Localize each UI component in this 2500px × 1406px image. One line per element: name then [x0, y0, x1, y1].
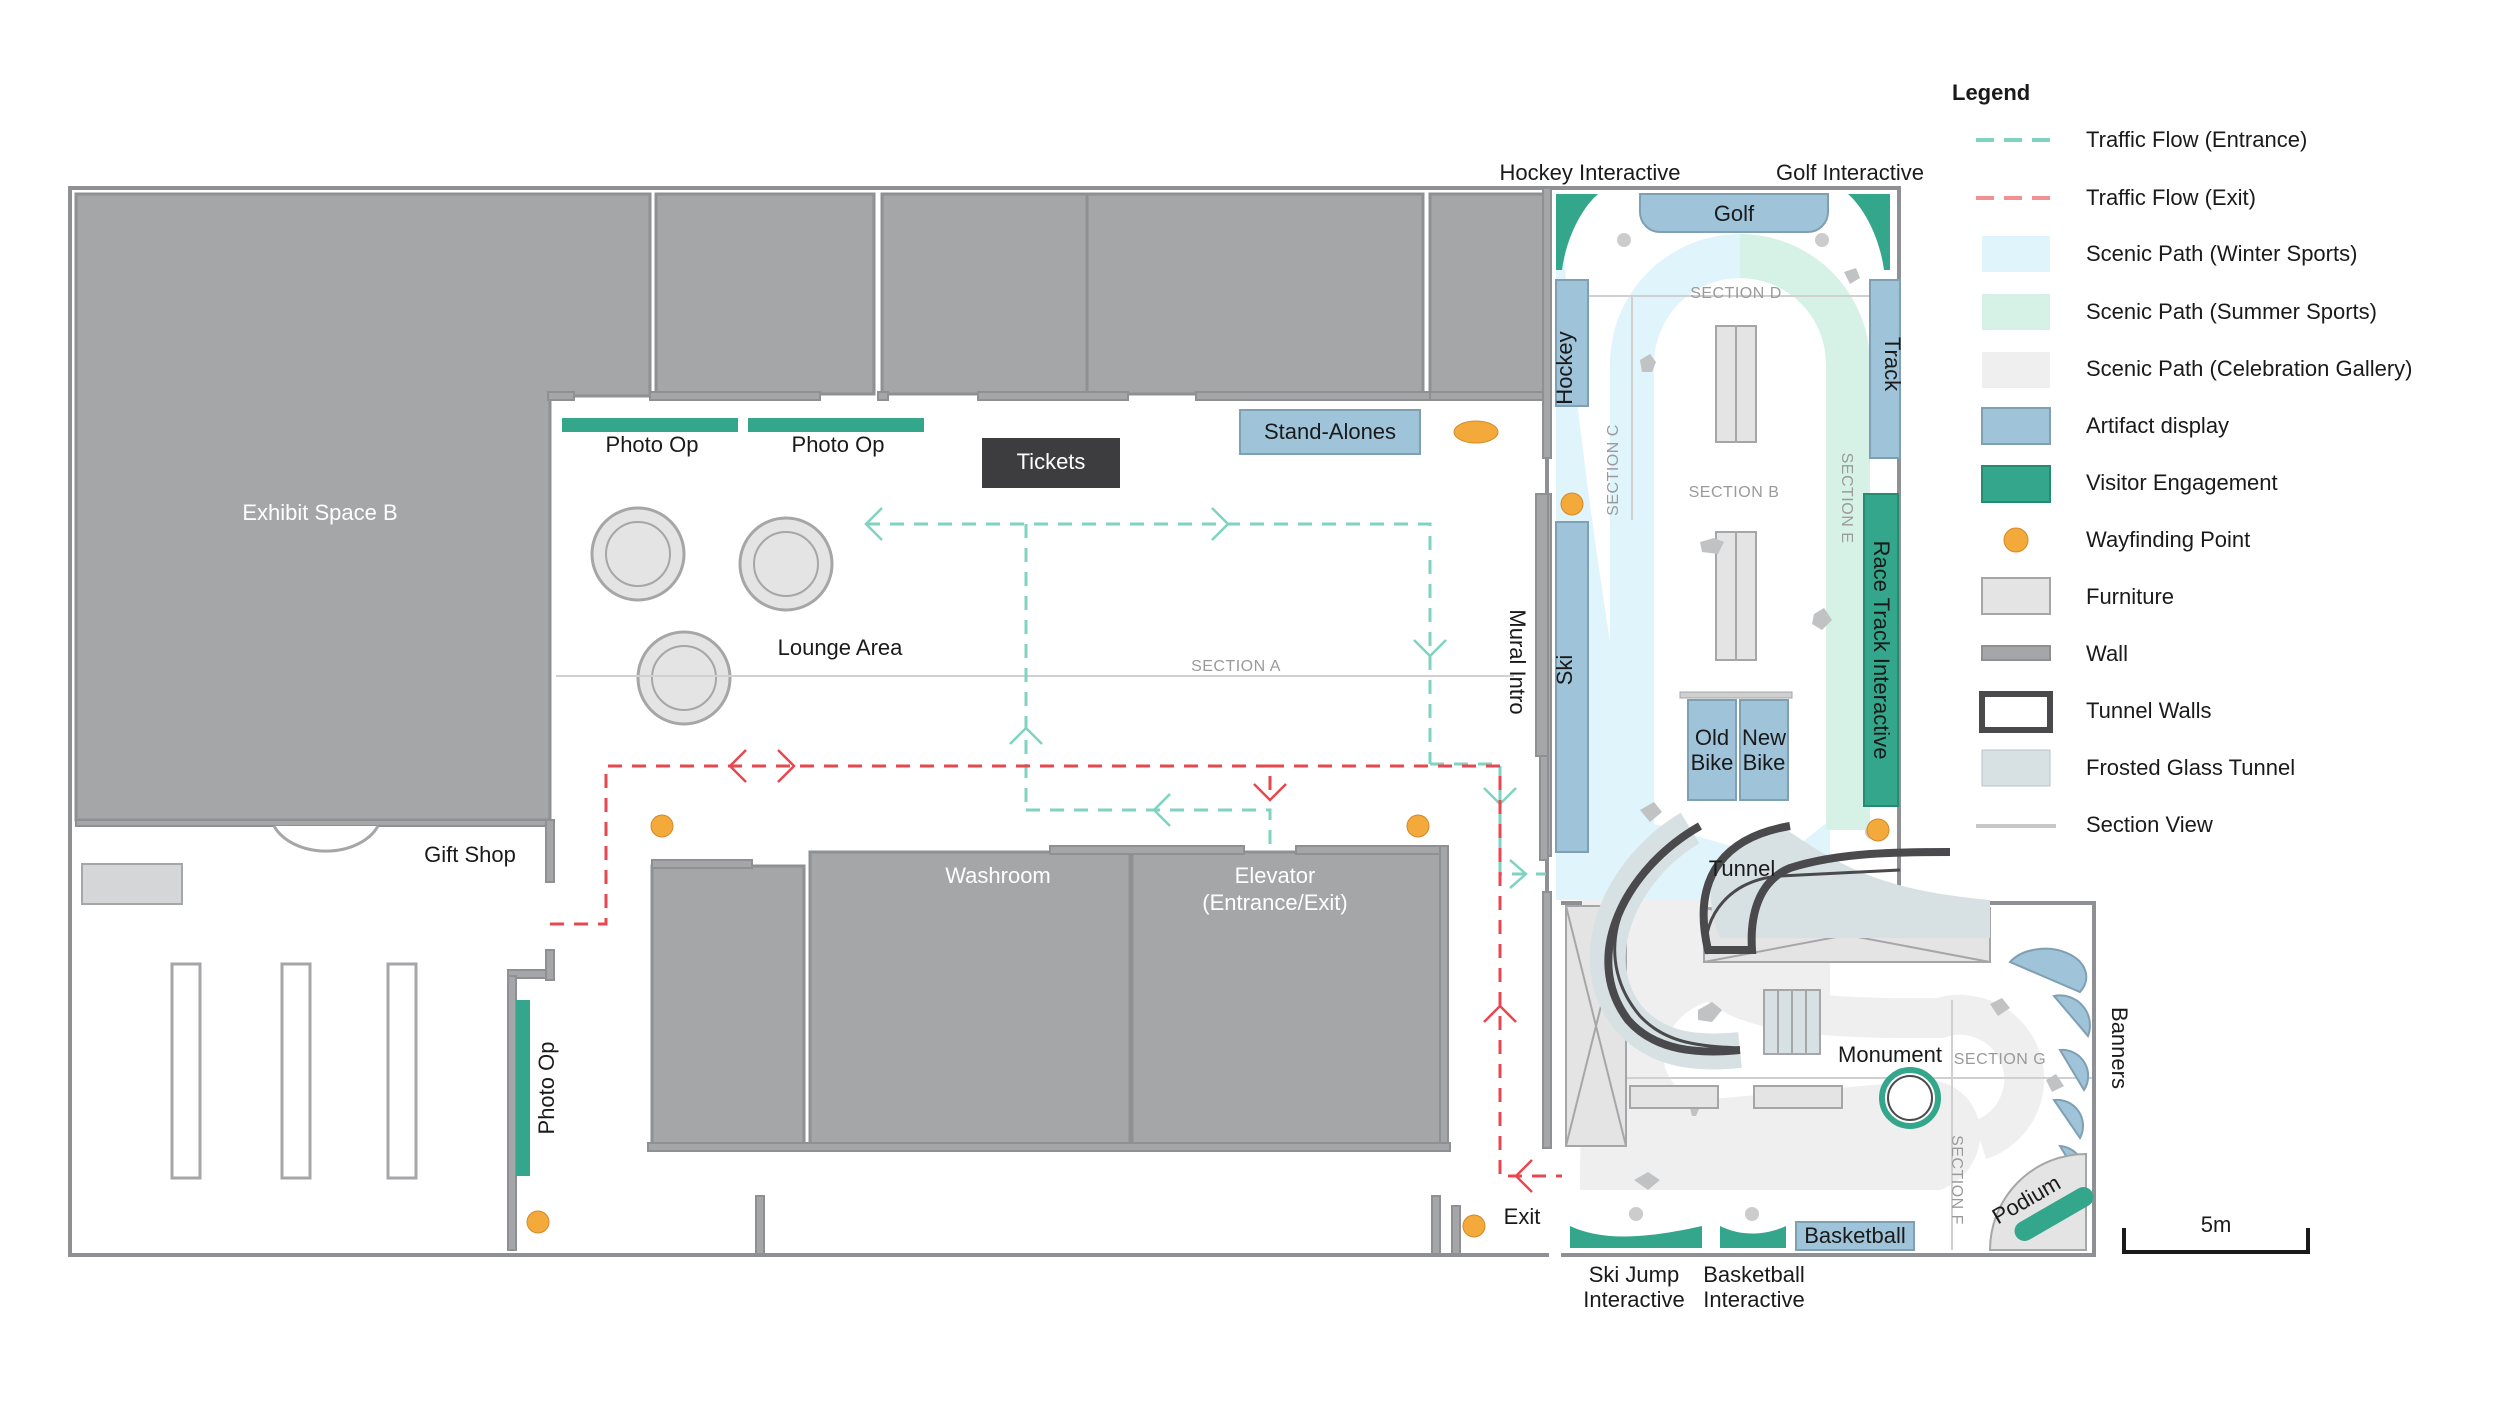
swatch-wall-icon [1981, 645, 2051, 661]
rooms [74, 192, 1546, 1148]
lounge-area-label: Lounge Area [778, 635, 904, 660]
swatch-celebration-icon [1982, 352, 2050, 388]
exit-arrows [728, 749, 1533, 1193]
legend-item-summer: Scenic Path (Summer Sports) [2086, 299, 2377, 324]
scale-label: 5m [2201, 1212, 2232, 1237]
swatch-tunnel-icon [1979, 691, 2053, 733]
swatch-engagement-icon [1981, 465, 2051, 503]
swatch-winter-icon [1982, 236, 2050, 272]
section-e-label: SECTION E [1838, 453, 1855, 544]
swatch-artifact-icon [1981, 407, 2051, 445]
new-bike-label-1: New [1742, 725, 1786, 750]
swatch-frosted-icon [1981, 749, 2051, 787]
exhibit-space-b-label: Exhibit Space B [242, 500, 397, 525]
legend-item-wayfinding: Wayfinding Point [2086, 527, 2250, 552]
old-bike-label-2: Bike [1691, 750, 1734, 775]
bottom-engagements [1570, 1221, 1915, 1251]
banners-label: Banners [2107, 1007, 2132, 1089]
basketball-interactive-label-1: Basketball [1703, 1262, 1805, 1287]
scale-bar: 5m [2122, 1212, 2310, 1254]
hockey-interactive-label: Hockey Interactive [1500, 160, 1681, 185]
legend-item-wall: Wall [2086, 641, 2128, 666]
track-label: Track [1880, 337, 1905, 392]
wayfinding-points [526, 492, 1890, 1238]
dot-wayfinding-icon [2003, 527, 2029, 553]
monument-label: Monument [1838, 1042, 1942, 1067]
stand-alones-label: Stand-Alones [1264, 419, 1396, 444]
lounge-tables [590, 506, 834, 726]
old-bike-label-1: Old [1695, 725, 1729, 750]
legend-item-tunnel-walls: Tunnel Walls [2086, 698, 2212, 723]
new-bike-label-2: Bike [1743, 750, 1786, 775]
elevator-subtitle: (Entrance/Exit) [1202, 890, 1348, 915]
section-d-label: SECTION D [1690, 285, 1782, 302]
ski-jump-interactive-label-1: Ski Jump [1589, 1262, 1679, 1287]
swatch-summer-icon [1982, 294, 2050, 330]
tunnel-label: Tunnel [1709, 856, 1775, 881]
east-wing-exhibits [1539, 193, 1901, 1221]
legend-item-celebration: Scenic Path (Celebration Gallery) [2086, 356, 2412, 381]
gift-shop-label: Gift Shop [424, 842, 516, 867]
tickets-label: Tickets [1017, 449, 1086, 474]
legend-item-exit-flow: Traffic Flow (Exit) [2086, 185, 2256, 210]
washroom-label: Washroom [945, 863, 1051, 888]
elevator-label: Elevator [1235, 863, 1316, 888]
basketball-label: Basketball [1804, 1223, 1906, 1248]
gift-shop-furniture [81, 825, 418, 1180]
section-b-label: SECTION B [1689, 484, 1780, 501]
photo-op-label-2: Photo Op [792, 432, 885, 457]
legend-item-frosted: Frosted Glass Tunnel [2086, 755, 2295, 780]
figure-icons [1634, 268, 2064, 1190]
section-f-label: SECTION F [1948, 1135, 1965, 1225]
ski-label: Ski [1552, 655, 1577, 686]
central-exhibits [516, 409, 1549, 1176]
legend-item-entrance-flow: Traffic Flow (Entrance) [2086, 127, 2307, 152]
golf-interactive-label: Golf Interactive [1776, 160, 1924, 185]
legend-item-engagement: Visitor Engagement [2086, 470, 2278, 495]
podium-area [1988, 1152, 2094, 1251]
legend-item-artifact: Artifact display [2086, 413, 2229, 438]
legend-item-furniture: Furniture [2086, 584, 2174, 609]
race-track-interactive-label: Race Track Interactive [1869, 541, 1894, 760]
exit-flow [550, 764, 1562, 1178]
section-a-label: SECTION A [1191, 658, 1281, 675]
exit-label: Exit [1504, 1204, 1541, 1229]
legend-item-winter: Scenic Path (Winter Sports) [2086, 241, 2357, 266]
section-g-label: SECTION G [1954, 1051, 2047, 1068]
legend-title: Legend [1952, 80, 2030, 105]
photo-op-label-3: Photo Op [534, 1042, 559, 1135]
ski-jump-interactive-label-2: Interactive [1583, 1287, 1685, 1312]
legend-item-section-view: Section View [2086, 812, 2213, 837]
mural-intro-label: Mural Intro [1505, 609, 1530, 714]
entrance-flow [866, 522, 1546, 876]
basketball-interactive-label-2: Interactive [1703, 1287, 1805, 1312]
hockey-label: Hockey [1552, 331, 1577, 404]
golf-label: Golf [1714, 201, 1755, 226]
legend: Legend Traffic Flow (Entrance) Traffic F… [1952, 80, 2412, 837]
section-c-label: SECTION C [1605, 424, 1622, 516]
photo-op-label-1: Photo Op [606, 432, 699, 457]
tunnel-area [1565, 812, 1991, 1147]
section-lines [1556, 295, 2092, 1250]
swatch-furniture-icon [1981, 577, 2051, 615]
